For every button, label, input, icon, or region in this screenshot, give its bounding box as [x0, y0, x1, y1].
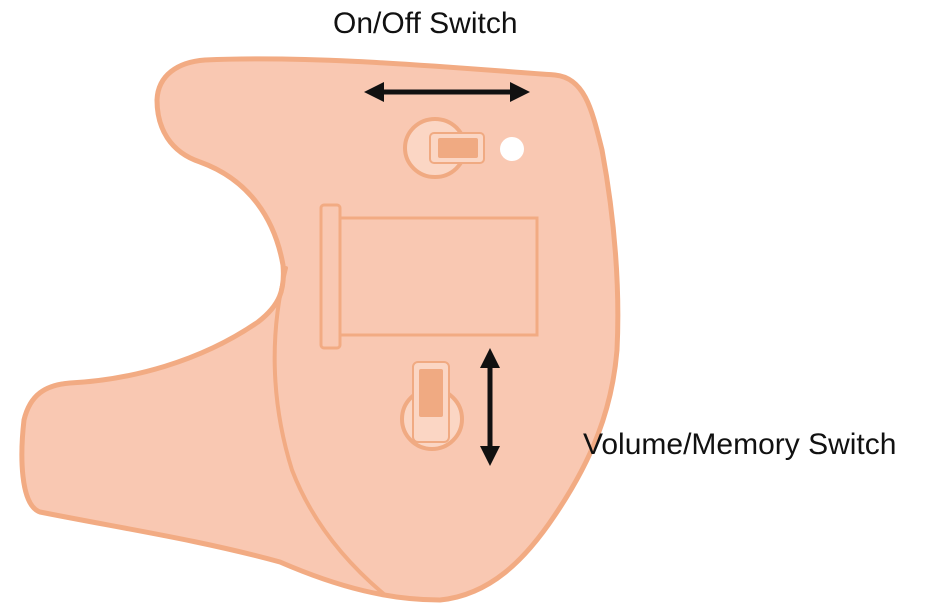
battery-door: [338, 216, 539, 337]
on-off-switch-slider[interactable]: [438, 138, 478, 158]
on-off-arrowhead-left: [364, 82, 384, 102]
on-off-switch-label: On/Off Switch: [333, 7, 518, 40]
microphone-port: [500, 137, 524, 161]
volume-memory-switch-slider[interactable]: [419, 369, 443, 417]
on-off-arrowhead-right: [510, 82, 530, 102]
volume-memory-switch-label: Volume/Memory Switch: [583, 428, 897, 461]
shell-seam-line: [272, 266, 387, 597]
volume-arrowhead-up: [480, 348, 500, 368]
volume-arrowhead-down: [480, 446, 500, 466]
